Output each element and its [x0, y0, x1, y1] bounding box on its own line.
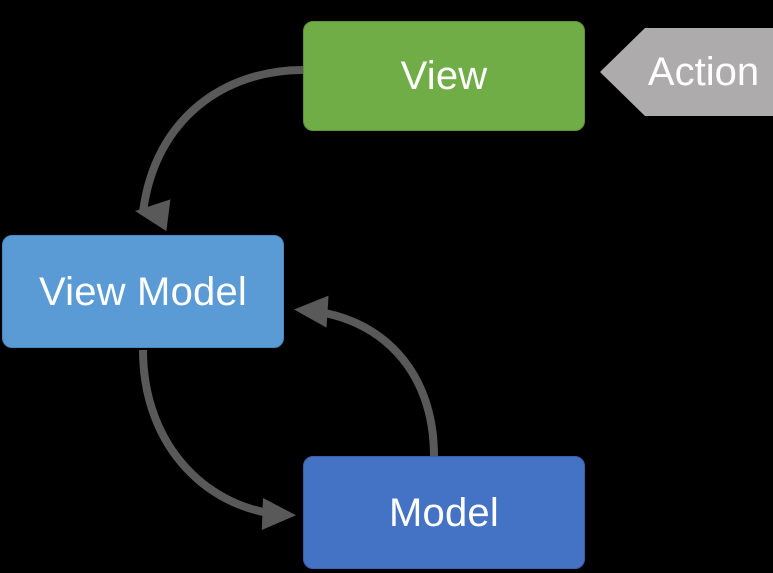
connector-model-to-view-model [294, 295, 438, 457]
node-view-model-label: View Model [38, 269, 248, 314]
connector-view-to-view-model [135, 66, 304, 232]
node-view-model[interactable]: View Model [2, 235, 284, 348]
connector-view-model-to-model [139, 349, 296, 530]
node-model[interactable]: Model [303, 456, 585, 569]
node-model-label: Model [389, 490, 499, 535]
node-action-arrow[interactable]: Action [600, 28, 773, 116]
node-view-label: View [400, 54, 488, 98]
node-action-label: Action [647, 50, 760, 94]
node-view[interactable]: View [303, 21, 585, 131]
